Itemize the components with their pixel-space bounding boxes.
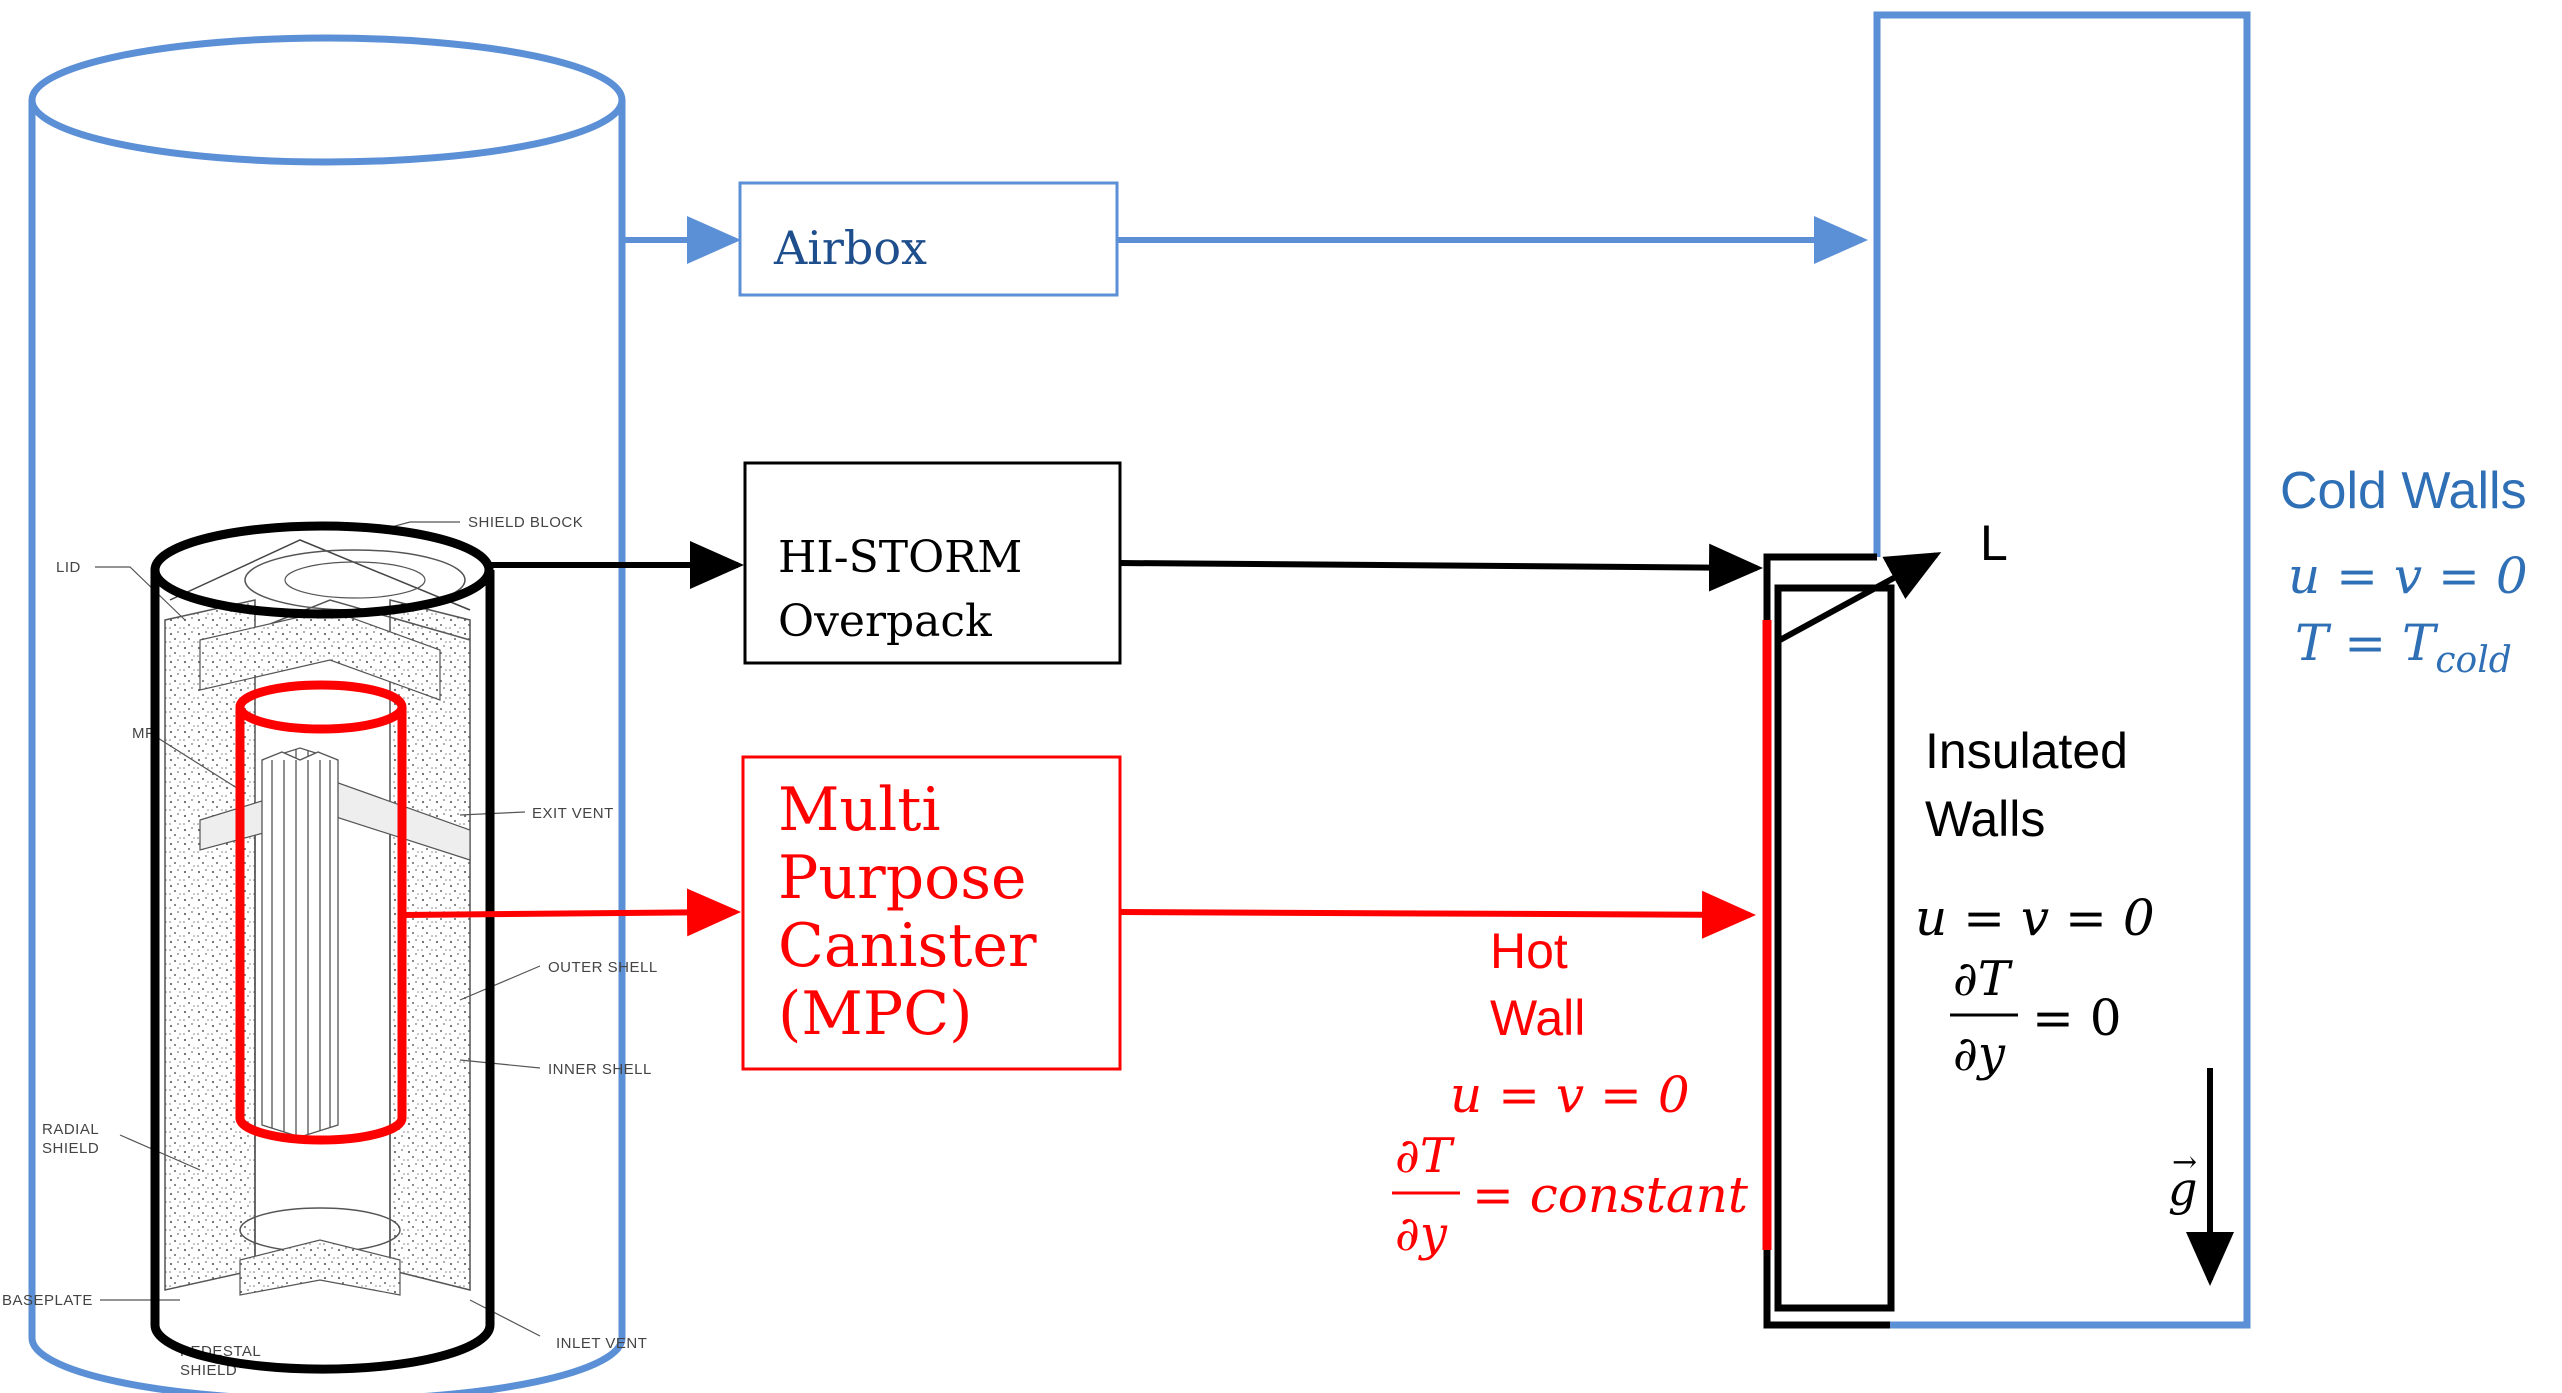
hot-wall-title-2: Wall [1490, 990, 1585, 1046]
callout-lid: LID [56, 559, 81, 576]
cold-walls-annotation: Cold Walls u = v = 0 T = Tcold [2280, 462, 2528, 681]
insulated-walls-frac-num: ∂T [1953, 951, 2013, 1007]
callout-inner-shell: INNER SHELL [548, 1061, 652, 1078]
insulated-walls-title-2: Walls [1925, 791, 2045, 847]
callout-exit-vent: EXIT VENT [532, 805, 614, 822]
domain: L g → [1762, 11, 2251, 1329]
cold-walls-eq2: T = Tcold [2295, 614, 2512, 681]
hot-wall-eq1: u = v = 0 [1450, 1066, 1690, 1124]
hot-wall-frac-rhs: = constant [1472, 1166, 1749, 1224]
length-arrow [1778, 552, 1942, 643]
callout-outer-shell: OUTER SHELL [548, 959, 658, 976]
callout-pedestal-shield: SHIELD [180, 1362, 237, 1379]
cold-wall-outline [1873, 11, 2251, 1329]
arrow-overpack-out [1119, 543, 1763, 592]
callout-radial: RADIAL [42, 1121, 99, 1138]
inner-canister [1774, 584, 1895, 1312]
insulated-walls-frac-den: ∂y [1953, 1026, 2006, 1082]
mpc-label-line3: Canister [778, 911, 1037, 981]
cold-walls-title: Cold Walls [2280, 462, 2527, 520]
overpack-box [743, 461, 1122, 665]
callout-inlet-vent: INLET VENT [556, 1335, 647, 1352]
insulated-walls-eq1: u = v = 0 [1915, 889, 2155, 947]
gravity-vector-mark: → [2172, 1145, 2197, 1180]
mpc-label-line4: (MPC) [778, 979, 973, 1049]
overpack-label-line2: Overpack [778, 596, 992, 647]
hot-wall-frac-num: ∂T [1395, 1128, 1455, 1184]
airbox-label: Airbox [773, 221, 927, 275]
overpack-cylinder [150, 521, 495, 1374]
callout-radial-shield: SHIELD [42, 1140, 99, 1157]
insulated-walls-title-1: Insulated [1925, 723, 2128, 779]
cold-walls-eq2-sub: cold [2435, 640, 2511, 681]
length-label: L [1980, 515, 2008, 571]
arrow-mpc-in [401, 888, 741, 937]
mpc-label-line2: Purpose [778, 843, 1027, 913]
mpc-box [741, 755, 1122, 1071]
gravity-symbol: g [2168, 1162, 2197, 1216]
hot-wall-annotation: Hot Wall u = v = 0 ∂T ∂y = constant [1392, 923, 1749, 1262]
cask-drawing: SHIELD BLOCK LID MP EXIT VENT OUTER SHEL… [2, 514, 658, 1379]
hot-wall-frac-den: ∂y [1395, 1206, 1448, 1262]
overpack-label-line1: HI-STORM [778, 532, 1022, 583]
airbox-cylinder [28, 34, 626, 1393]
arrow-mpc-out [1119, 890, 1756, 939]
callout-baseplate: BASEPLATE [2, 1292, 93, 1309]
callout-shield-block: SHIELD BLOCK [468, 514, 583, 531]
insulated-wall-outer [1763, 553, 1890, 1329]
cold-walls-eq1: u = v = 0 [2288, 547, 2528, 605]
hot-wall-title-1: Hot [1490, 923, 1568, 979]
callout-mpc: MP [132, 725, 156, 742]
insulated-walls-annotation: Insulated Walls u = v = 0 ∂T ∂y = 0 [1915, 723, 2155, 1082]
insulated-walls-frac-rhs: = 0 [2032, 989, 2122, 1047]
mpc-label-line1: Multi [778, 775, 941, 845]
